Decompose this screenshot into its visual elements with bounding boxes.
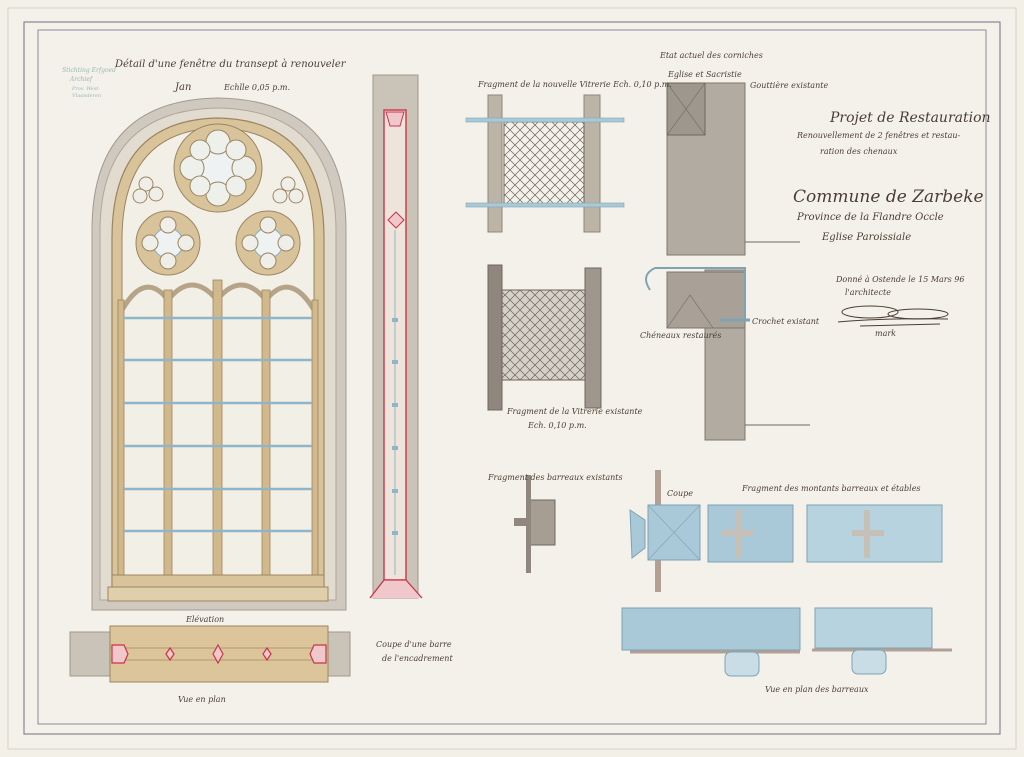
section-label: Coupe bbox=[667, 489, 693, 498]
existing-glazing-label: Fragment de la Vitrerie existante bbox=[506, 407, 643, 416]
province-label: Province de la Flandre Occle bbox=[796, 212, 944, 223]
window-scale: Echlle 0,05 p.m. bbox=[223, 83, 290, 92]
commune-label: Commune de Zarbeke bbox=[793, 187, 984, 207]
church-label: Eglise Paroissiale bbox=[821, 232, 911, 243]
svg-text:Vlaanderen: Vlaanderen bbox=[72, 93, 101, 99]
date-label: Donné à Ostende le 15 Mars 96 bbox=[835, 275, 964, 284]
project-title: Projet de Restauration bbox=[829, 110, 991, 126]
bar-section-label-1: Coupe d'une barre bbox=[376, 640, 452, 649]
cornice-restored bbox=[645, 267, 810, 441]
border-frame bbox=[23, 21, 1001, 735]
project-description-1: Renouvellement de 2 fenêtres et restau- bbox=[796, 131, 961, 140]
new-glazing-label: Fragment de la nouvelle Vitrerie Ech. 0,… bbox=[477, 80, 672, 89]
border-frame-inner bbox=[37, 29, 987, 725]
existing-glazing-fragment bbox=[487, 264, 602, 411]
architect-label: l'architecte bbox=[845, 288, 891, 297]
window-subtitle: Jan bbox=[173, 82, 191, 93]
mullions-label: Fragment des montants barreaux et étable… bbox=[741, 484, 921, 493]
elevation-label: Elévation bbox=[185, 615, 224, 624]
restored-gutters-label: Chéneaux restaurés bbox=[640, 331, 721, 340]
svg-text:Archief: Archief bbox=[69, 76, 94, 83]
cornice-existing bbox=[666, 82, 800, 256]
window-elevation bbox=[91, 97, 347, 611]
architect-signature bbox=[837, 305, 949, 327]
cornice-place-label: Eglise et Sacristie bbox=[667, 70, 742, 79]
existing-bars-label: Fragment des barreaux existants bbox=[487, 473, 623, 482]
mullions-fragment bbox=[621, 470, 952, 677]
bars-plan-label: Vue en plan des barreaux bbox=[765, 685, 869, 694]
window-section bbox=[369, 74, 423, 599]
bar-section-label-2: de l'encadrement bbox=[382, 654, 453, 663]
signature-note: mark bbox=[875, 329, 896, 338]
svg-text:Stichting Erfgoed: Stichting Erfgoed bbox=[62, 67, 116, 74]
archive-stamp: Stichting Erfgoed Archief Prov. West- Vl… bbox=[62, 67, 116, 99]
existing-glazing-scale: Ech. 0,10 p.m. bbox=[527, 421, 587, 430]
window-plan-view bbox=[69, 625, 351, 683]
svg-text:Prov. West-: Prov. West- bbox=[71, 86, 100, 92]
existing-gutter-label: Gouttière existante bbox=[750, 81, 828, 90]
existing-bars-fragment bbox=[514, 475, 556, 573]
plan-view-label: Vue en plan bbox=[178, 695, 226, 704]
project-description-2: ration des chenaux bbox=[820, 147, 898, 156]
existing-hook-label: Crochet existant bbox=[752, 317, 820, 326]
window-title: Détail d'une fenêtre du transept à renou… bbox=[114, 59, 347, 70]
cornice-state-label: Etat actuel des corniches bbox=[659, 51, 763, 60]
new-glazing-fragment bbox=[465, 94, 625, 233]
